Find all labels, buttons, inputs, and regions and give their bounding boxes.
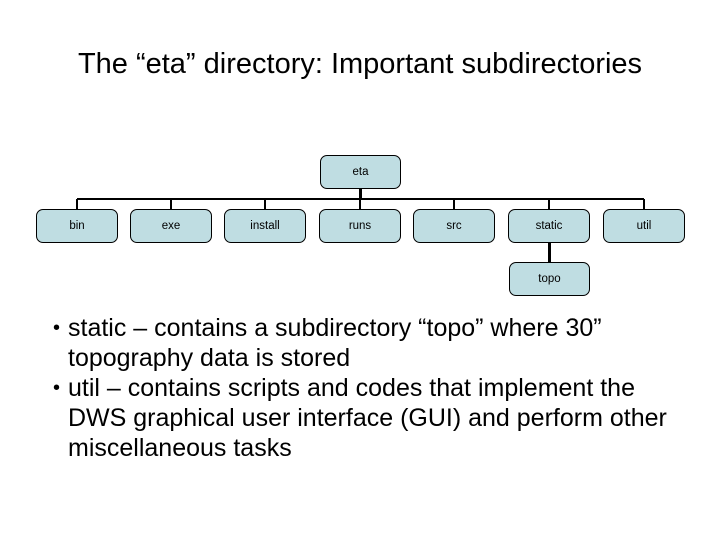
connector-to-src xyxy=(452,199,456,209)
connector-to-static xyxy=(547,199,551,209)
connector-root-stub xyxy=(359,189,362,199)
page-title: The “eta” directory: Important subdirect… xyxy=(77,48,643,80)
connector-horizontal-bus xyxy=(77,197,644,201)
connector-to-bin xyxy=(75,199,79,209)
bullet-point-icon: • xyxy=(52,317,60,339)
list-item: • util – contains scripts and codes that… xyxy=(26,373,694,463)
connector-to-install xyxy=(263,199,267,209)
bullet-point-icon: • xyxy=(52,377,60,399)
tree-node-util[interactable]: util xyxy=(603,209,685,243)
tree-node-static[interactable]: static xyxy=(508,209,590,243)
bullet-list: • static – contains a subdirectory “topo… xyxy=(26,313,694,463)
connector-to-exe xyxy=(169,199,173,209)
tree-node-eta[interactable]: eta xyxy=(320,155,401,189)
tree-node-exe[interactable]: exe xyxy=(130,209,212,243)
connector-static-to-topo xyxy=(548,243,551,262)
tree-node-src[interactable]: src xyxy=(413,209,495,243)
tree-node-bin[interactable]: bin xyxy=(36,209,118,243)
connector-to-util xyxy=(642,199,646,209)
tree-node-runs[interactable]: runs xyxy=(319,209,401,243)
connector-to-runs xyxy=(358,199,362,209)
list-item: • static – contains a subdirectory “topo… xyxy=(26,313,694,373)
bullet-text: util – contains scripts and codes that i… xyxy=(68,374,667,462)
bullet-text: static – contains a subdirectory “topo” … xyxy=(68,314,602,372)
tree-node-install[interactable]: install xyxy=(224,209,306,243)
tree-node-topo[interactable]: topo xyxy=(509,262,590,296)
